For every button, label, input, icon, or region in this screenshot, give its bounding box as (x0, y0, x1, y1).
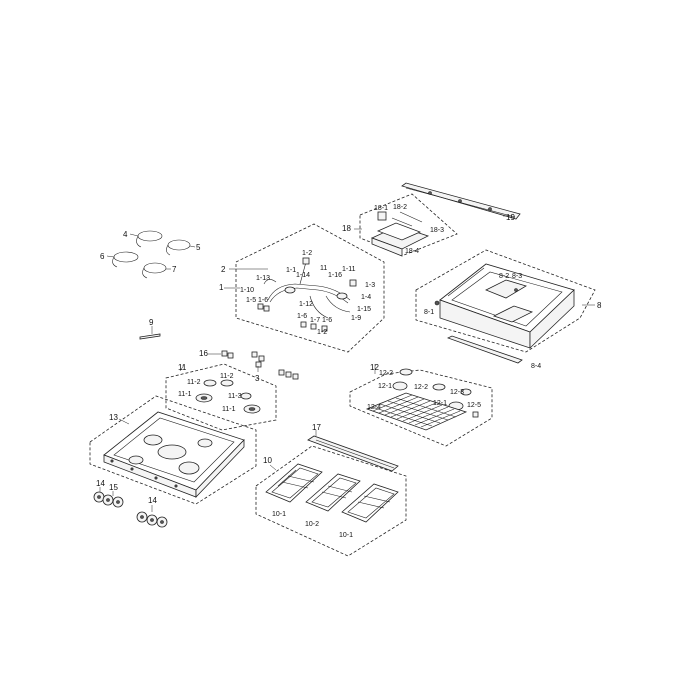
part-13-cooktop (103, 411, 245, 498)
label-18-2: 18-2 (393, 204, 407, 211)
label-18-1: 18-1 (374, 205, 388, 212)
label-10-1-right: 10-1 (339, 532, 353, 539)
label-14-right: 14 (148, 496, 157, 505)
group-18-outline (359, 193, 458, 256)
label-1-14: 1-14 (296, 272, 310, 279)
label-4: 4 (123, 230, 128, 239)
part-18-valve-module (370, 211, 430, 257)
label-1-16: 1-16 (328, 272, 342, 279)
group-12-outline (349, 369, 493, 447)
label-18-3: 18-3 (430, 227, 444, 234)
label-8-1: 8-1 (424, 309, 434, 316)
group-10-outline (255, 445, 407, 557)
part-3-fittings (251, 351, 299, 380)
label-1-5: 1-5 (246, 297, 256, 304)
group-11-outline (165, 363, 277, 431)
label-12-1-left: 12-1 (378, 383, 392, 390)
label-1-3: 1-3 (365, 282, 375, 289)
label-11-1-right: 11-1 (222, 406, 236, 413)
label-12: 12 (370, 363, 379, 372)
label-11: 11 (178, 363, 187, 372)
label-1-2-top: 1-2 (302, 250, 312, 257)
label-10-1-left: 10-1 (272, 511, 286, 518)
label-9: 9 (149, 318, 154, 327)
label-11-3: 11-3 (228, 393, 242, 400)
group-8-outline (415, 249, 596, 353)
part-9-pin (139, 333, 161, 340)
part-11-burners (195, 379, 261, 414)
label-16: 16 (199, 349, 208, 358)
part-10-1-grate-left (265, 463, 323, 503)
part-14-knobs-left (93, 491, 124, 508)
part-17-trim (307, 435, 399, 472)
label-1: 1 (219, 283, 224, 292)
label-8-3: 8-3 (512, 273, 522, 280)
label-1-12: 1-12 (299, 301, 313, 308)
label-8: 8 (597, 301, 602, 310)
label-1-6-left: 1-6 (258, 297, 268, 304)
part-8-frame (434, 263, 575, 349)
label-6: 6 (100, 252, 105, 261)
label-1-4: 1-4 (361, 294, 371, 301)
label-12-2-top: 12-2 (379, 370, 393, 377)
part-16-fittings (221, 350, 234, 359)
part-10-1-grate-right (341, 483, 399, 523)
label-14-left: 14 (96, 479, 105, 488)
label-1-6-mid: 1-6 (297, 313, 307, 320)
label-5: 5 (196, 243, 201, 252)
label-7: 7 (172, 265, 177, 274)
part-5-coil (166, 239, 191, 256)
label-1-10: 1-10 (240, 287, 254, 294)
label-12-1-right: 12-1 (433, 400, 447, 407)
label-8-2: 8-2 (499, 273, 509, 280)
label-1-7: 1-7 (310, 317, 320, 324)
label-1-15: 1-15 (357, 306, 371, 313)
group-13-outline (89, 395, 257, 505)
label-11-1-left: 11-1 (178, 391, 192, 398)
label-1-9: 1-9 (351, 315, 361, 322)
label-12-2-mid: 12-2 (414, 384, 428, 391)
label-11-2-right: 11-2 (220, 373, 234, 380)
label-12-3: 12-3 (450, 389, 464, 396)
group-1-outline (235, 223, 385, 353)
label-13: 13 (109, 413, 118, 422)
label-2: 2 (221, 265, 226, 274)
label-12-4: 12-4 (367, 404, 381, 411)
part-4-coil (136, 230, 163, 248)
part-12-4-grate (365, 392, 468, 431)
label-1-13: 1-13 (256, 275, 270, 282)
label-18-4: 18-4 (405, 248, 419, 255)
part-7-coil (142, 262, 167, 279)
label-15: 15 (109, 483, 118, 492)
label-19: 19 (506, 213, 515, 222)
part-19-control-bracket (401, 182, 521, 220)
label-1-1: 1-1 (286, 267, 296, 274)
label-10-2: 10-2 (305, 521, 319, 528)
label-11-2-left: 11-2 (187, 379, 201, 386)
part-6-coil (112, 251, 139, 268)
label-10: 10 (263, 456, 272, 465)
label-1-6-right: 1-6 (322, 317, 332, 324)
label-11-manifold: 11 (320, 265, 327, 272)
label-12-5: 12-5 (467, 402, 481, 409)
label-17: 17 (312, 423, 321, 432)
label-1-2-bottom: 1-2 (317, 329, 327, 336)
part-14-knobs-right (136, 511, 168, 528)
label-18: 18 (342, 224, 351, 233)
label-1-11: 1-11 (342, 266, 356, 273)
part-8-4-trim (446, 335, 523, 364)
part-10-2-grate-center (305, 473, 361, 512)
label-8-4: 8-4 (531, 363, 541, 370)
part-1-manifold (257, 257, 357, 332)
